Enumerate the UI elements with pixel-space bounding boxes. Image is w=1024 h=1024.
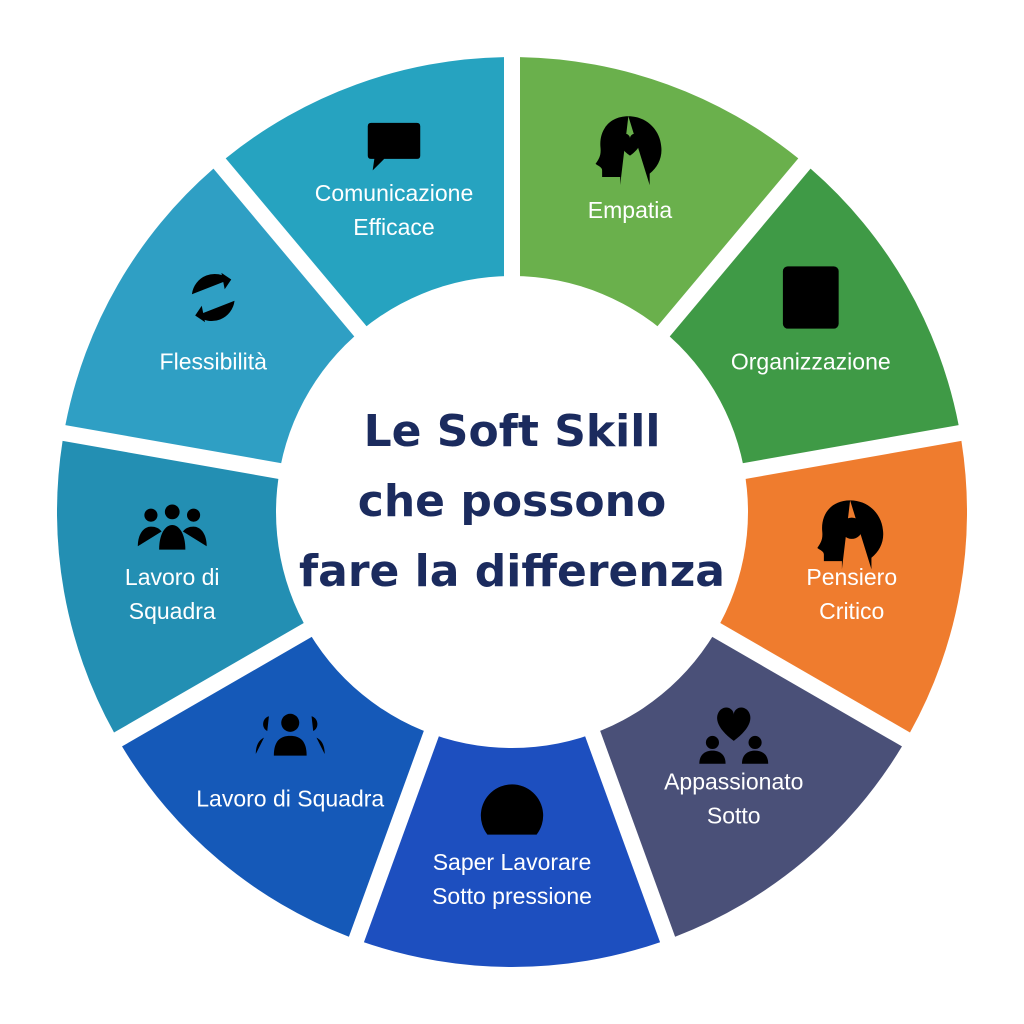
checklist-icon [782, 266, 839, 329]
segment-comunicazione-efficace-label-line-2: Efficace [353, 214, 434, 240]
segment-empatia-label-line-1: Empatia [588, 197, 673, 223]
center-title-line-3: fare la differenza [299, 546, 725, 597]
center-circle [276, 276, 748, 748]
segment-lavoro-di-squadra-label-line-1: Lavoro di [125, 564, 220, 590]
segment-pensiero-critico-label-line-2: Critico [819, 598, 884, 624]
center-title-line-2: che possono [358, 476, 666, 527]
segment-appassionato-sotto-label-line-1: Appassionato [664, 768, 803, 794]
segment-pensiero-critico-label-line-1: Pensiero [806, 564, 897, 590]
segment-lavoro-di-squadra-label-line-2: Squadra [129, 598, 216, 624]
segment-saper-lavorare-sotto-pressione-label-line-1: Saper Lavorare [433, 849, 592, 875]
center-title-line-1: Le Soft Skill [364, 406, 661, 457]
segment-flessibilita-label-line-1: Flessibilità [160, 349, 268, 375]
segment-saper-lavorare-sotto-pressione-wedge [363, 552, 661, 967]
segment-organizzazione-label-line-1: Organizzazione [731, 349, 891, 375]
segment-appassionato-sotto-label-line-2: Sotto [707, 802, 761, 828]
segment-comunicazione-efficace-label-line-1: Comunicazione [315, 180, 474, 206]
segment-saper-lavorare-sotto-pressione-label-line-2: Sotto pressione [432, 883, 592, 909]
segment-lavoro-di-squadra-label-line-1: Lavoro di Squadra [196, 785, 384, 811]
